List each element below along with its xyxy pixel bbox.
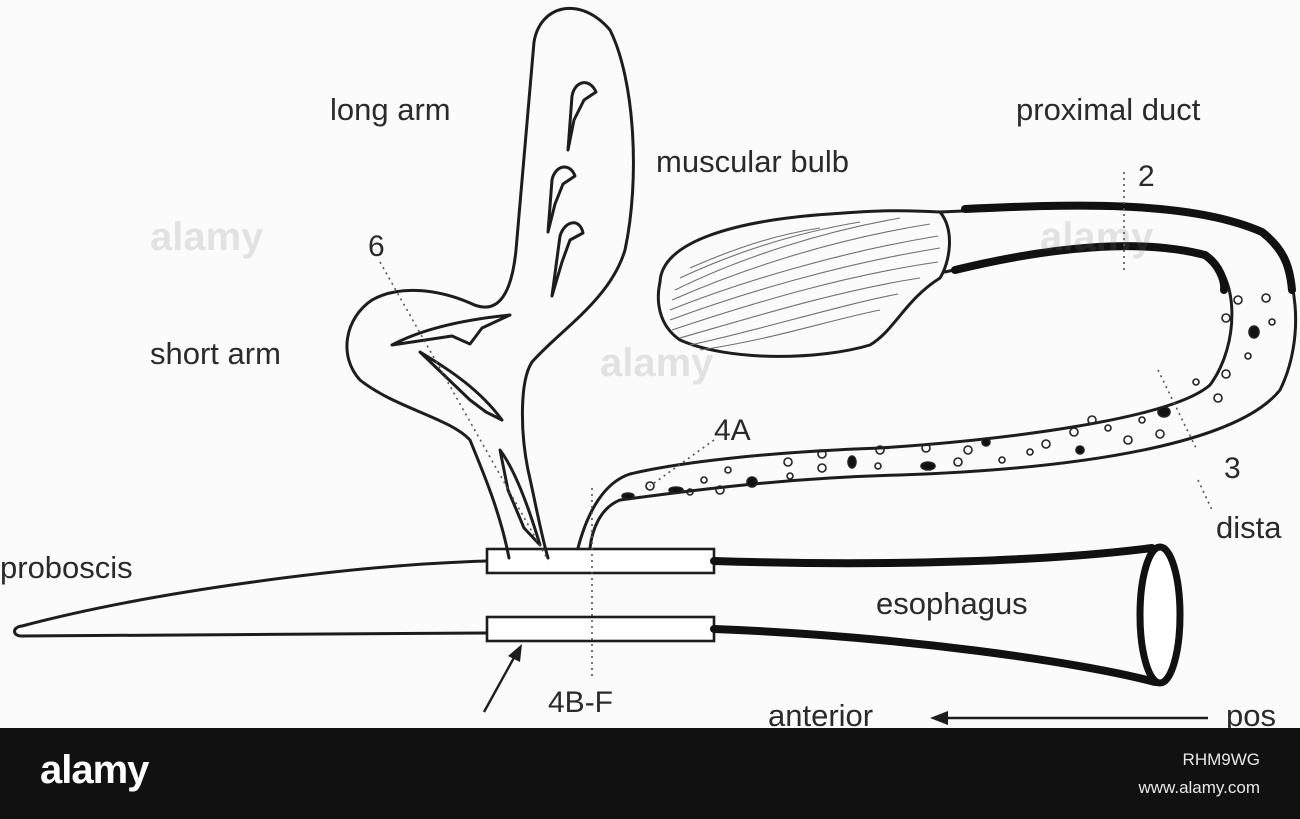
label-muscular-bulb: muscular bulb — [656, 144, 849, 179]
label-anterior: anterior — [768, 698, 873, 728]
section-arrow — [482, 644, 522, 713]
stylet-organ — [345, 6, 635, 560]
label-posterior: pos — [1226, 698, 1276, 728]
watermark-footer: alamy RHM9WG www.alamy.com — [0, 728, 1300, 819]
section-lines — [379, 172, 1213, 680]
marker-4b-f: 4B-F — [548, 686, 613, 719]
marker-2: 2 — [1138, 160, 1155, 193]
duct-loop — [576, 201, 1298, 550]
label-proximal-duct: proximal duct — [1016, 92, 1201, 127]
watermark-logos: alamy alamy alamy — [150, 215, 1154, 385]
label-distal: dista — [1216, 510, 1282, 545]
image-id: RHM9WG — [1182, 750, 1260, 769]
muscular-bulb-shape — [656, 209, 951, 358]
watermark-text: alamy — [600, 341, 714, 385]
proboscis-shape — [13, 559, 489, 638]
esophagus-shape — [710, 543, 1184, 687]
marker-3: 3 — [1224, 452, 1241, 485]
label-proboscis: proboscis — [0, 550, 133, 585]
watermark-text: alamy — [1040, 215, 1154, 259]
site-url: www.alamy.com — [1138, 778, 1260, 797]
duct-granules — [621, 293, 1276, 500]
anatomy-diagram: long arm proximal duct muscular bulb sho… — [0, 6, 1298, 728]
label-long-arm: long arm — [330, 92, 451, 127]
marker-4a: 4A — [714, 414, 751, 447]
label-esophagus: esophagus — [876, 586, 1028, 621]
label-short-arm: short arm — [150, 336, 281, 371]
watermark-text: alamy — [150, 215, 264, 259]
marker-6: 6 — [368, 230, 385, 263]
proboscis-band — [485, 547, 716, 643]
alamy-logo: alamy — [40, 748, 149, 792]
axis-arrow — [930, 711, 1208, 725]
